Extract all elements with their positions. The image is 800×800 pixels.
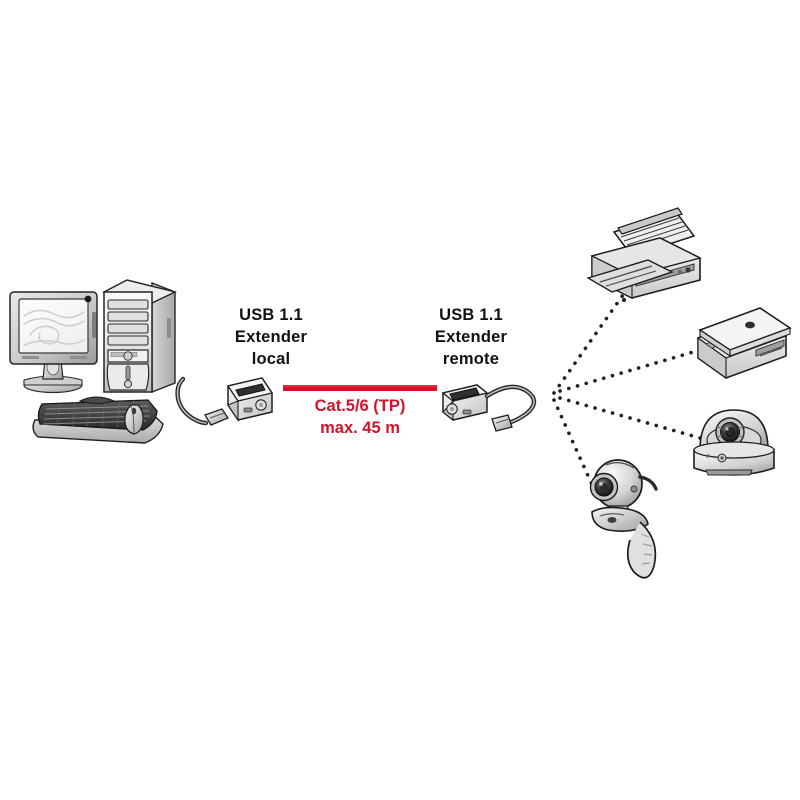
label-local-line2: Extender xyxy=(234,327,308,346)
dome-security-camera xyxy=(693,409,775,476)
cat5-6-link xyxy=(283,385,437,391)
usb-extender-remote xyxy=(441,384,537,432)
label-extender-remote: USB 1.1 Extender remote xyxy=(386,305,556,370)
label-remote-line1: USB 1.1 xyxy=(439,306,503,324)
usb-cable-local xyxy=(175,376,209,426)
label-extender-local: USB 1.1 Extender local xyxy=(186,305,356,370)
desktop-tower-pc xyxy=(101,279,178,394)
webcam xyxy=(589,459,658,579)
label-local-line3: local xyxy=(251,349,291,368)
flatbed-scanner xyxy=(696,307,792,380)
label-remote-line3: remote xyxy=(442,349,500,368)
link-to-printer xyxy=(552,283,632,395)
link-to-dome-camera xyxy=(558,396,702,440)
inkjet-printer xyxy=(586,207,702,303)
mouse xyxy=(124,404,144,435)
link-to-webcam xyxy=(552,398,600,500)
label-cable-line2: max. 45 m xyxy=(320,419,400,438)
label-cable-line1: Cat.5/6 (TP) xyxy=(314,397,406,415)
usb-extender-local xyxy=(204,377,274,426)
label-local-line1: USB 1.1 xyxy=(239,306,303,324)
crt-monitor xyxy=(9,291,98,394)
link-to-scanner xyxy=(558,348,702,393)
label-cat5-cable: Cat.5/6 (TP) max. 45 m xyxy=(275,395,445,439)
label-remote-line2: Extender xyxy=(434,327,508,346)
device-fanout-links xyxy=(552,283,702,500)
